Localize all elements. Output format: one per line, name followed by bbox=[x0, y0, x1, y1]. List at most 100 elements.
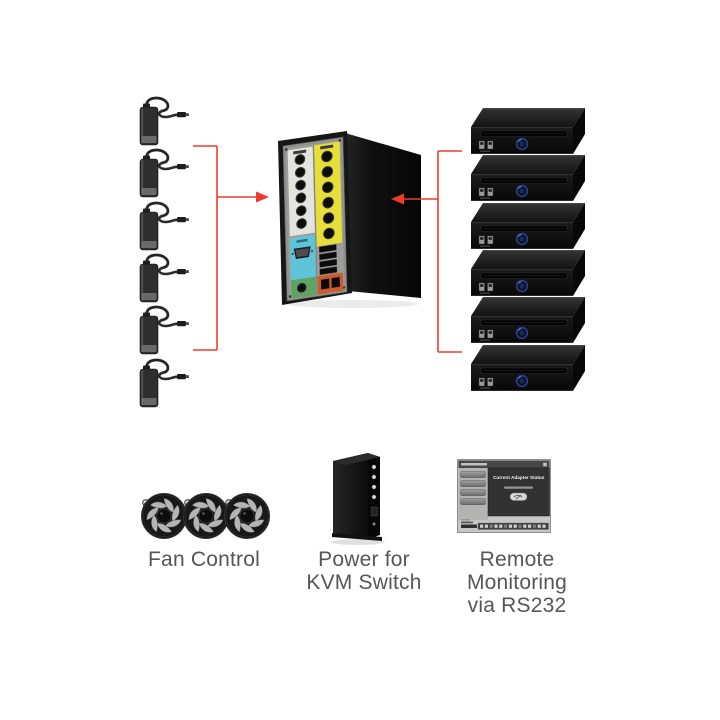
status-segment bbox=[499, 524, 503, 528]
usb-ports bbox=[478, 140, 494, 152]
status-segment bbox=[542, 524, 546, 528]
window-titlebar bbox=[458, 460, 550, 468]
fan-hub bbox=[156, 508, 172, 524]
computer-side-face bbox=[573, 250, 585, 296]
dc-port bbox=[322, 196, 334, 209]
power-supply-tower bbox=[331, 453, 385, 545]
power-button-highlight bbox=[517, 234, 522, 237]
power-button-center bbox=[519, 141, 525, 147]
terminal-block bbox=[331, 276, 341, 288]
computer-side-face bbox=[573, 203, 585, 249]
fan-blades bbox=[146, 498, 182, 533]
adapter-label bbox=[141, 241, 157, 248]
status-segment bbox=[508, 524, 512, 528]
dc-plug-icon bbox=[177, 269, 186, 275]
caption-line: Fan Control bbox=[148, 548, 260, 571]
status-segment bbox=[537, 524, 541, 528]
tower-left-face bbox=[333, 453, 368, 539]
adapter-body bbox=[139, 315, 159, 355]
usb-ports bbox=[478, 282, 494, 294]
dc-port bbox=[321, 150, 333, 163]
dc-port bbox=[294, 154, 306, 165]
adapter-label bbox=[141, 345, 157, 352]
computer bbox=[471, 297, 585, 343]
dc-port bbox=[295, 192, 307, 204]
adapter-label bbox=[141, 188, 157, 195]
power-button-center bbox=[519, 236, 525, 242]
computer-side-face bbox=[573, 297, 585, 343]
dc-plug-icon bbox=[177, 374, 186, 380]
computer-front-edge bbox=[471, 364, 573, 366]
sidebar-buttons bbox=[460, 471, 486, 505]
optical-drive-slot-line bbox=[484, 370, 564, 372]
computer-front-edge bbox=[471, 316, 573, 318]
rj45-ports bbox=[319, 244, 338, 276]
window-close-icon bbox=[542, 462, 548, 467]
dc-plug-icon bbox=[177, 112, 186, 118]
computer-bottom-edge bbox=[471, 342, 573, 343]
screw-icon bbox=[338, 139, 342, 142]
window-title-text bbox=[461, 463, 487, 466]
status-strip bbox=[477, 522, 549, 530]
dc-port-column bbox=[321, 150, 335, 240]
computer bbox=[471, 155, 585, 201]
serial-label bbox=[296, 238, 308, 243]
adapter-label bbox=[141, 136, 157, 143]
computer-top-face bbox=[471, 203, 585, 222]
caption-line: via RS232 bbox=[467, 594, 567, 617]
usb-ports bbox=[478, 235, 494, 247]
adapter-cable bbox=[157, 109, 180, 119]
dc-plug-icon bbox=[177, 217, 186, 223]
dc-plug-tip bbox=[185, 165, 189, 168]
computer-side-face bbox=[573, 345, 585, 391]
status-segment bbox=[523, 524, 527, 528]
screen-heading: Current Adapter Status bbox=[493, 475, 545, 480]
adapter-highlight bbox=[141, 317, 144, 353]
status-segment bbox=[532, 524, 536, 528]
dc-port bbox=[321, 166, 334, 178]
adapter-body bbox=[139, 368, 159, 408]
fan-hub-highlight bbox=[202, 512, 205, 515]
tower-top-face bbox=[333, 453, 380, 465]
kvm-side-face bbox=[345, 133, 421, 298]
fan-blades bbox=[229, 498, 265, 533]
panel-divider bbox=[313, 145, 318, 295]
dc-plug-tip bbox=[185, 113, 189, 116]
optical-drive-slot-line bbox=[484, 133, 564, 135]
caption-line: Remote bbox=[479, 548, 555, 571]
left-bracket-line bbox=[193, 145, 218, 351]
power-adapter bbox=[139, 96, 189, 146]
adapter-highlight bbox=[141, 160, 144, 196]
logo-line bbox=[461, 519, 470, 521]
status-segment bbox=[513, 524, 517, 528]
remote-caption: Remote Monitoring via RS232 bbox=[437, 548, 597, 617]
optical-drive-slot-line bbox=[484, 228, 564, 230]
adapter-label bbox=[141, 398, 157, 405]
fan-hub-highlight bbox=[160, 512, 163, 515]
status-segment bbox=[518, 524, 522, 528]
dc-port bbox=[296, 218, 307, 229]
power-adapter bbox=[139, 253, 189, 303]
adapter-cable bbox=[145, 201, 170, 218]
adapter-cable bbox=[145, 96, 170, 113]
power-button-highlight bbox=[517, 139, 522, 142]
status-segment bbox=[494, 524, 498, 528]
logo-block bbox=[461, 524, 477, 528]
adapter-body bbox=[139, 106, 159, 146]
adapter-cable bbox=[145, 305, 170, 322]
computer-front-edge bbox=[471, 222, 573, 224]
power-button-center bbox=[519, 283, 525, 289]
power-button-center bbox=[519, 378, 525, 384]
computer-bottom-edge bbox=[471, 390, 573, 391]
adapter-cable bbox=[157, 371, 180, 381]
caption-line: KVM Switch bbox=[306, 571, 422, 594]
tower-led bbox=[372, 522, 376, 526]
adapter-highlight bbox=[141, 370, 144, 406]
adapter-cable bbox=[157, 266, 180, 276]
usb-ports bbox=[478, 377, 494, 389]
tower-switch bbox=[370, 506, 378, 517]
caption-line: Power for bbox=[318, 548, 410, 571]
